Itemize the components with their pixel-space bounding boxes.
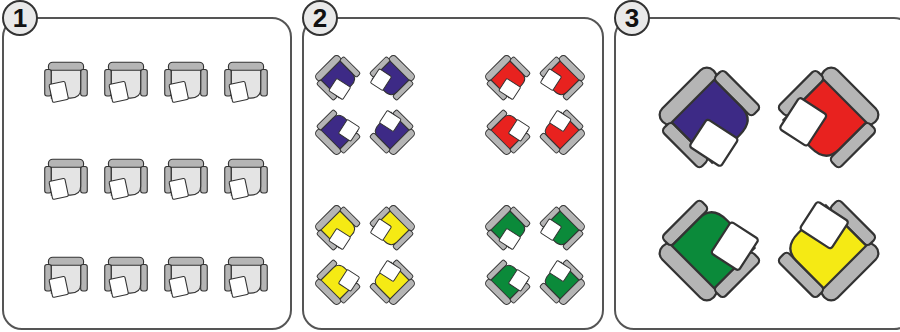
chair [535,105,588,158]
number-badge: 1 [2,0,38,36]
callout-number: 1 [13,5,27,31]
chair [165,62,208,102]
chair [768,59,888,179]
chair [312,105,365,158]
cluster-yellow [312,202,419,309]
chair [45,159,88,199]
chair [482,255,535,308]
chair [165,159,208,199]
chair [651,190,771,310]
section-panel: 3 [614,17,900,330]
chair [105,257,148,297]
callout-number: 3 [625,5,639,31]
section-panel: 2 [302,17,604,330]
chair [365,105,418,158]
chair [365,255,418,308]
large-chairs [651,59,888,310]
chair [535,52,588,105]
chair [365,52,418,105]
chair [482,202,535,255]
cluster-red [482,52,589,159]
chair [651,59,771,179]
chair [535,202,588,255]
chair [225,62,268,102]
chair [535,255,588,308]
chair [482,105,535,158]
chair [45,257,88,297]
chair [312,52,365,105]
chair [45,62,88,102]
chair [165,257,208,297]
chair [225,159,268,199]
row-seating [45,62,268,297]
number-badge: 3 [614,0,650,36]
callout-number: 2 [313,5,327,31]
chair [105,159,148,199]
chair [768,190,888,310]
number-badge: 2 [302,0,338,36]
chair [105,62,148,102]
chair [225,257,268,297]
cluster-purple [312,52,419,159]
chair [312,255,365,308]
section-panel: 1 [2,17,292,330]
chair [482,52,535,105]
cluster-green [482,202,589,309]
chair [365,202,418,255]
chair [312,202,365,255]
